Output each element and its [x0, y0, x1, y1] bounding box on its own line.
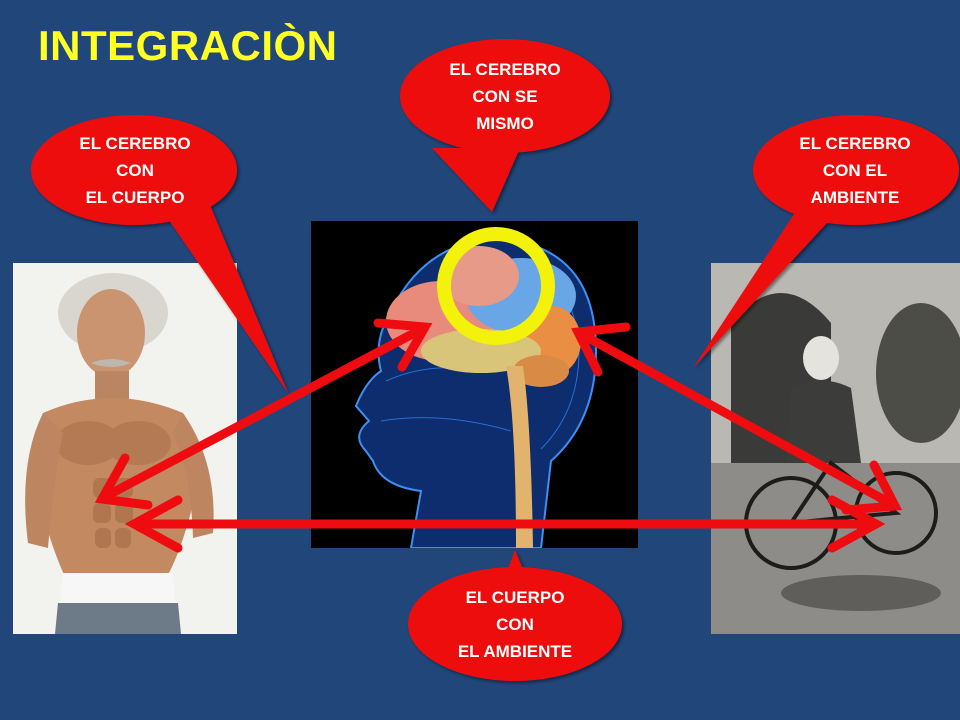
bubble-brain-self-line1: EL CEREBRO	[449, 59, 561, 79]
bubble-brain-body-line2: CON	[116, 160, 154, 180]
bubble-brain-body-label: EL CEREBRO CON EL CUERPO	[50, 129, 220, 211]
bubble-brain-self-line2: CON SE	[472, 86, 538, 106]
bubble-brain-self-line3: MISMO	[476, 113, 534, 133]
environment-photo	[711, 263, 960, 634]
bubble-body-environment-line3: EL AMBIENTE	[457, 641, 573, 661]
brain-photo	[311, 221, 638, 548]
slide-title: INTEGRACIÒN	[38, 22, 338, 69]
bubble-brain-environment-line1: EL CEREBRO	[799, 133, 911, 153]
bubble-brain-environment-label: EL CEREBRO CON EL AMBIENTE	[770, 129, 940, 211]
bubble-body-environment-line1: EL CUERPO	[465, 587, 565, 607]
bubble-brain-body-line3: EL CUERPO	[85, 187, 185, 207]
body-photo	[13, 263, 237, 634]
bubble-brain-environment-line3: AMBIENTE	[810, 187, 900, 207]
bubble-brain-body-line1: EL CEREBRO	[79, 133, 191, 153]
bubble-brain-self-label: EL CEREBRO CON SE MISMO	[420, 55, 590, 137]
bubble-brain-environment-line2: CON EL	[822, 160, 888, 180]
bubble-body-environment-label: EL CUERPO CON EL AMBIENTE	[430, 583, 600, 665]
bubble-body-environment-line2: CON	[496, 614, 534, 634]
